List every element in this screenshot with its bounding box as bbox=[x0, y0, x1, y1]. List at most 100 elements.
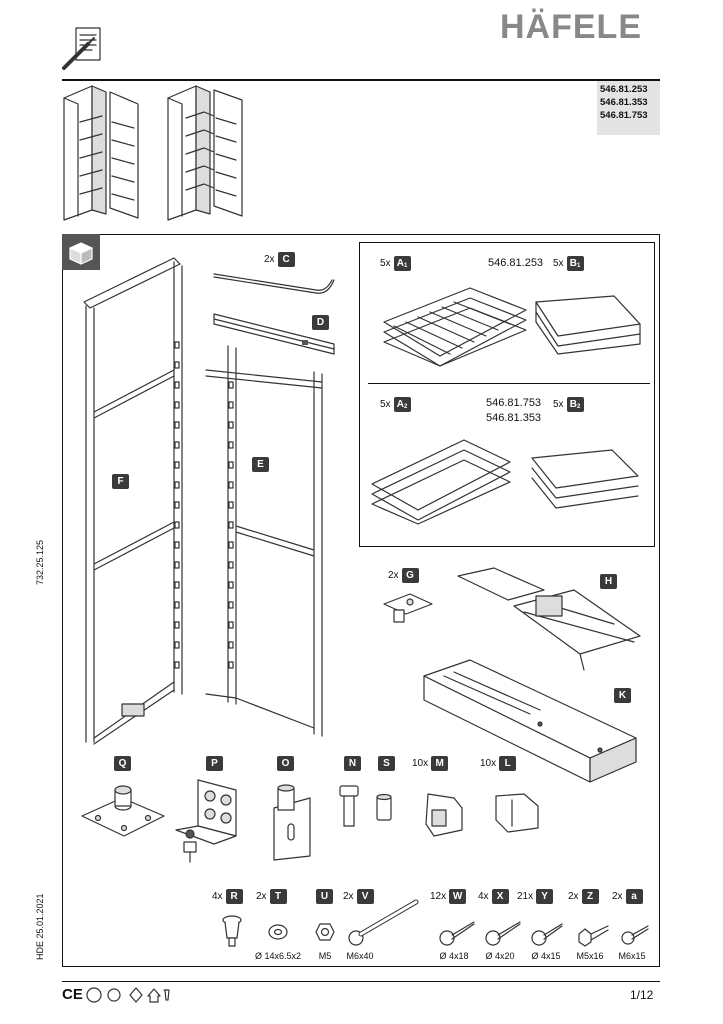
part-letter-box: a bbox=[625, 889, 643, 904]
part-g-drawing bbox=[383, 593, 433, 623]
label-u: U bbox=[316, 889, 333, 904]
label-v: 2x V bbox=[343, 889, 374, 904]
part-n-drawing bbox=[339, 785, 359, 827]
part-letter-box: M bbox=[431, 756, 449, 771]
part-q-drawing bbox=[81, 785, 165, 837]
size-t: Ø 14x6.5x2 bbox=[254, 951, 302, 961]
part-letter-box: A2 bbox=[393, 397, 411, 412]
part-letter-box: V bbox=[356, 889, 374, 904]
qty: 10x bbox=[480, 758, 497, 769]
part-letter-box: T bbox=[269, 889, 287, 904]
part-letter-box: C bbox=[277, 252, 295, 267]
size-a: M6x15 bbox=[618, 951, 646, 961]
qty: 2x bbox=[343, 891, 354, 902]
basket-b1-drawing bbox=[535, 295, 641, 355]
label-c: 2x C bbox=[264, 252, 295, 267]
article-number: 546.81.753 bbox=[600, 110, 648, 121]
part-letter-box: B1 bbox=[566, 256, 584, 271]
label-k: K bbox=[614, 688, 631, 703]
part-letter-box: Z bbox=[581, 889, 599, 904]
label-q: Q bbox=[114, 756, 131, 771]
part-o-drawing bbox=[273, 784, 311, 861]
qty: 21x bbox=[517, 891, 534, 902]
qty: 4x bbox=[212, 891, 223, 902]
basket-divider bbox=[368, 383, 650, 384]
part-letter-box: Y bbox=[536, 889, 554, 904]
label-d: D bbox=[312, 315, 329, 330]
part-c-drawing bbox=[213, 273, 335, 294]
part-w-drawing bbox=[439, 921, 475, 946]
part-x-drawing bbox=[485, 921, 521, 946]
part-letter-box: S bbox=[378, 756, 395, 771]
label-n: N bbox=[344, 756, 361, 771]
header-rule bbox=[62, 79, 660, 81]
label-f: F bbox=[112, 474, 129, 489]
cabinet-thumbnail-pullout bbox=[167, 85, 243, 221]
doc-number: 732.25.125 bbox=[35, 539, 45, 585]
qty: 5x bbox=[553, 399, 564, 410]
basket-model-top: 546.81.253 bbox=[488, 257, 544, 269]
qty: 5x bbox=[380, 258, 391, 269]
article-number-box: 546.81.253 546.81.353 546.81.753 bbox=[597, 81, 660, 135]
part-r-drawing bbox=[222, 915, 242, 947]
label-x: 4x X bbox=[478, 889, 509, 904]
part-letter-box: A1 bbox=[393, 256, 411, 271]
label-b2: 5x B2 bbox=[553, 397, 584, 412]
basket-b2-drawing bbox=[531, 449, 639, 509]
qty: 10x bbox=[412, 758, 429, 769]
frame-e-drawing bbox=[205, 345, 323, 737]
part-letter-box: E bbox=[252, 457, 269, 472]
label-w: 12x W bbox=[430, 889, 467, 904]
part-letter-box: F bbox=[112, 474, 129, 489]
parts-frame bbox=[62, 234, 660, 967]
page-number: 1/12 bbox=[630, 988, 654, 1002]
qty: 4x bbox=[478, 891, 489, 902]
basket-a2-drawing bbox=[371, 439, 511, 525]
parts-box-icon bbox=[69, 242, 93, 265]
label-s: S bbox=[378, 756, 395, 771]
instructions-icon bbox=[62, 27, 101, 70]
label-o: O bbox=[277, 756, 294, 771]
label-z: 2x Z bbox=[568, 889, 599, 904]
part-letter-box: H bbox=[600, 574, 617, 589]
label-r: 4x R bbox=[212, 889, 243, 904]
part-k-drawing bbox=[423, 659, 637, 783]
label-l: 10x L bbox=[480, 756, 517, 771]
label-e: E bbox=[252, 457, 269, 472]
part-a-drawing bbox=[621, 925, 649, 945]
frame-f-drawing bbox=[83, 257, 183, 745]
label-t: 2x T bbox=[256, 889, 287, 904]
qty: 2x bbox=[256, 891, 267, 902]
part-m-drawing bbox=[425, 793, 463, 837]
part-letter-box: U bbox=[316, 889, 333, 904]
size-y: Ø 4x15 bbox=[531, 951, 561, 961]
basket-frame bbox=[359, 242, 655, 547]
part-t-drawing bbox=[268, 924, 288, 940]
qty: 5x bbox=[553, 258, 564, 269]
brand-logo: HÄFELE bbox=[500, 8, 642, 46]
qty: 2x bbox=[264, 254, 275, 265]
part-letter-box: O bbox=[277, 756, 294, 771]
date-code: HDE 25.01.2021 bbox=[35, 893, 45, 960]
part-letter-box: B2 bbox=[566, 397, 584, 412]
footer-rule bbox=[62, 981, 660, 982]
part-p-drawing bbox=[175, 779, 237, 863]
label-a2: 5x A2 bbox=[380, 397, 411, 412]
label-h: H bbox=[600, 574, 617, 589]
qty: 5x bbox=[380, 399, 391, 410]
part-z-drawing bbox=[578, 925, 609, 947]
part-s-drawing bbox=[376, 793, 392, 821]
basket-model-bottom-1: 546.81.753 bbox=[486, 397, 542, 409]
part-letter-box: G bbox=[401, 568, 419, 583]
size-v: M6x40 bbox=[346, 951, 374, 961]
part-d-drawing bbox=[213, 313, 335, 355]
qty: 2x bbox=[388, 570, 399, 581]
label-b1: 5x B1 bbox=[553, 256, 584, 271]
size-u: M5 bbox=[318, 951, 332, 961]
part-letter-box: K bbox=[614, 688, 631, 703]
part-letter-box: W bbox=[449, 889, 467, 904]
part-letter-box: L bbox=[499, 756, 517, 771]
label-a: 2x a bbox=[612, 889, 643, 904]
part-letter-box: N bbox=[344, 756, 361, 771]
label-p: P bbox=[206, 756, 223, 771]
